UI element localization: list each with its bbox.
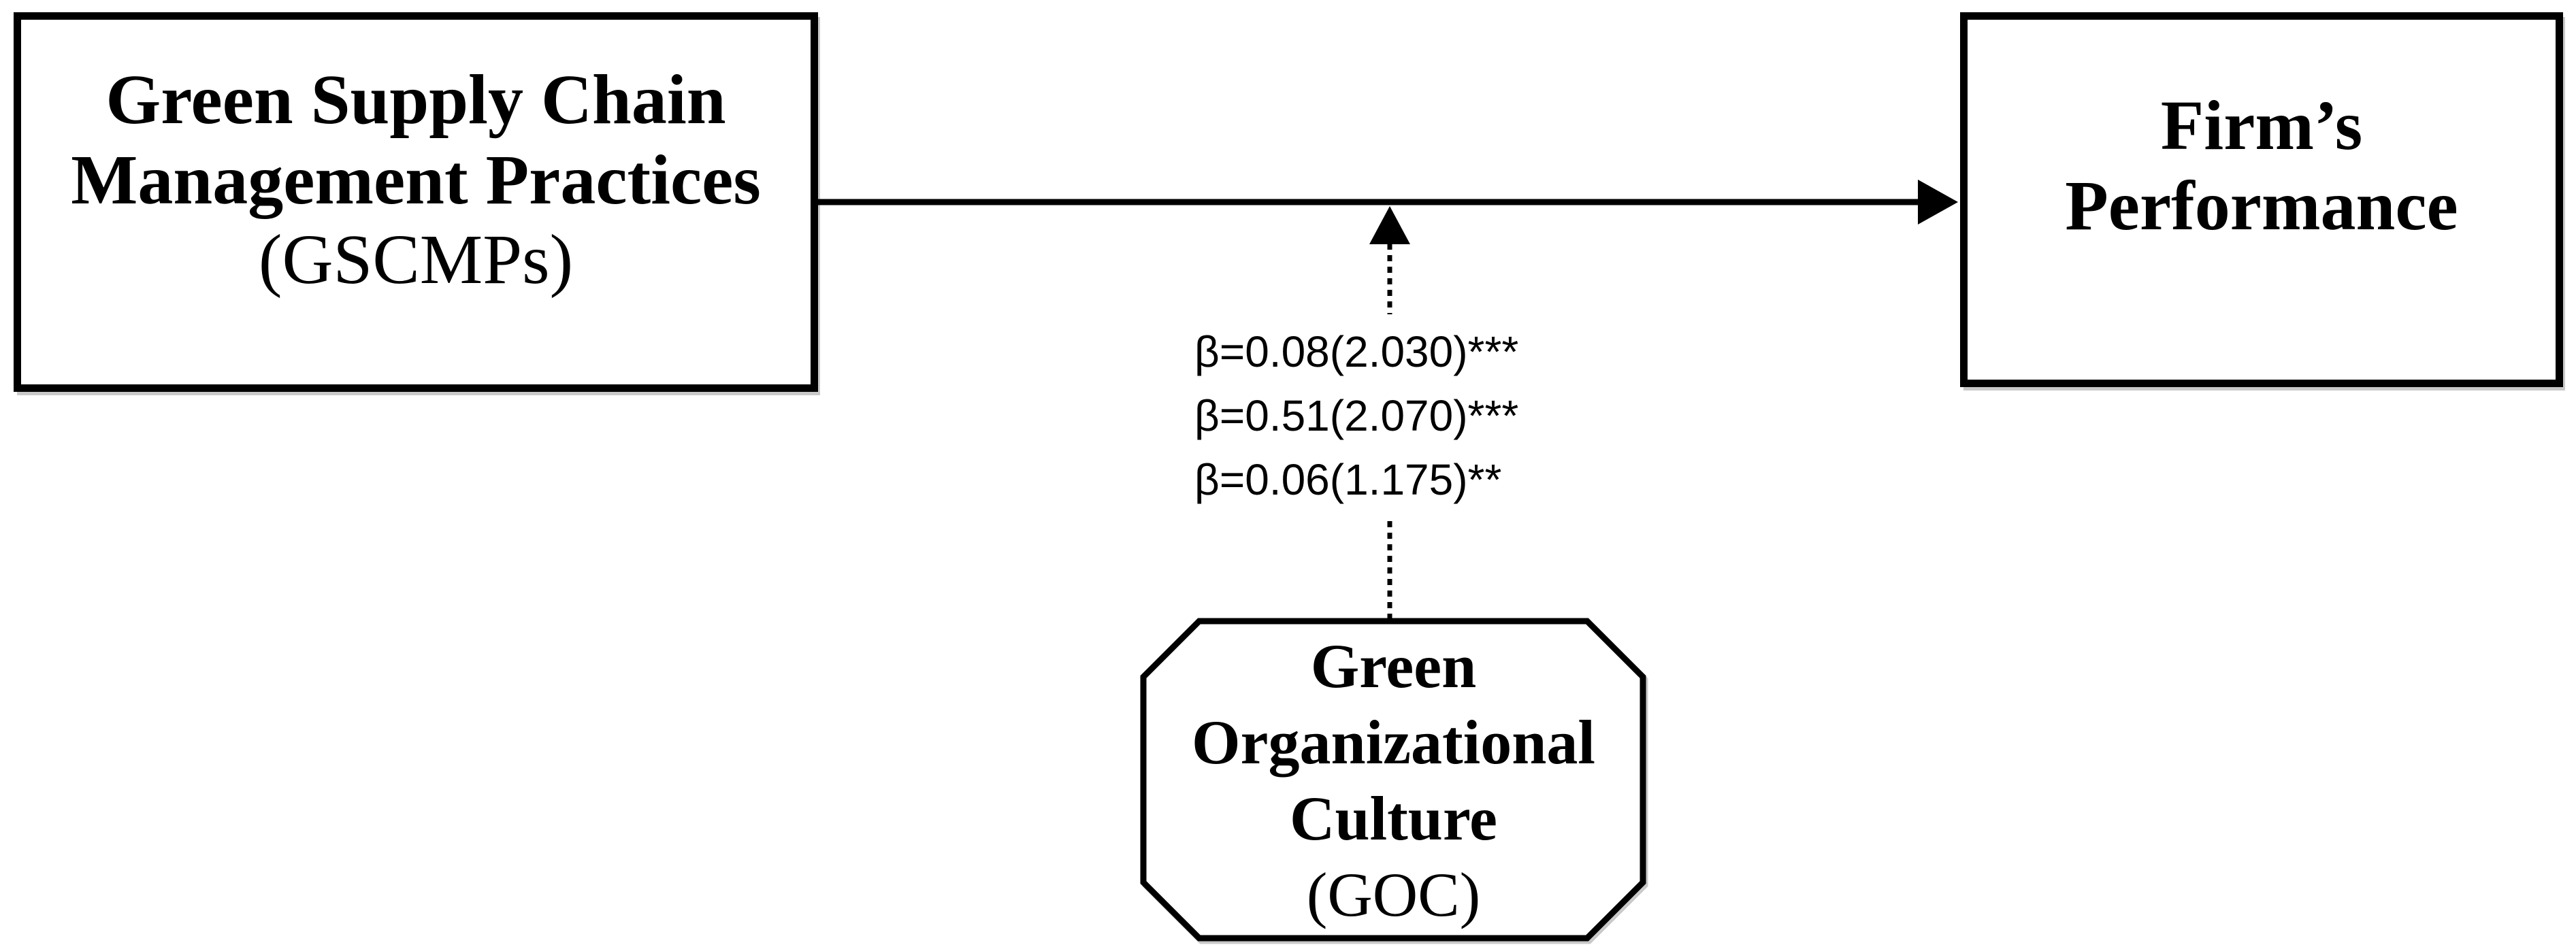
up-arrowhead-icon: [1369, 206, 1410, 244]
goc-line3: Culture: [1290, 784, 1497, 853]
beta-label-2: β=0.51(2.070)***: [1194, 391, 1519, 440]
goc-line2: Organizational: [1192, 707, 1595, 777]
goc-octagon-label: Green Organizational Culture (GOC): [1143, 625, 1644, 936]
goc-line1: Green: [1310, 631, 1477, 701]
gscmp-box: Green Supply Chain Management Practices …: [14, 12, 818, 392]
firm-performance-box: Firm’s Performance: [1960, 12, 2563, 387]
right-arrowhead-icon: [1918, 180, 1958, 225]
gscmp-box-abbreviation: (GSCMPs): [258, 220, 574, 299]
firm-performance-line2: Performance: [2065, 166, 2458, 245]
moderation-path-labels: β=0.08(2.030)*** β=0.51(2.070)*** β=0.06…: [1181, 314, 1606, 518]
beta-label-3: β=0.06(1.175)**: [1194, 455, 1502, 504]
goc-octagon-shape: [1140, 618, 1646, 942]
gscmp-box-line1: Green Supply Chain: [105, 61, 726, 139]
goc-abbreviation: (GOC): [1306, 860, 1481, 930]
beta-label-1: β=0.08(2.030)***: [1194, 327, 1519, 376]
gscmp-box-line2: Management Practices: [71, 140, 761, 219]
firm-performance-line1: Firm’s: [2160, 86, 2363, 165]
